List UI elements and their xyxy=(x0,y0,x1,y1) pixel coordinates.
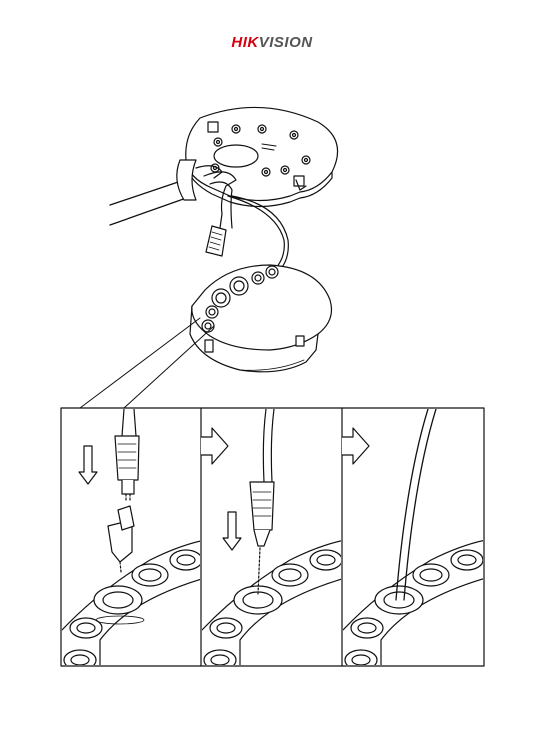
rj45-connector xyxy=(250,482,274,530)
rj45-connector xyxy=(115,436,139,480)
cable-to-box xyxy=(232,196,288,270)
junction-box xyxy=(190,265,332,372)
mounting-plate xyxy=(186,107,338,206)
rj45-connector xyxy=(206,226,226,256)
